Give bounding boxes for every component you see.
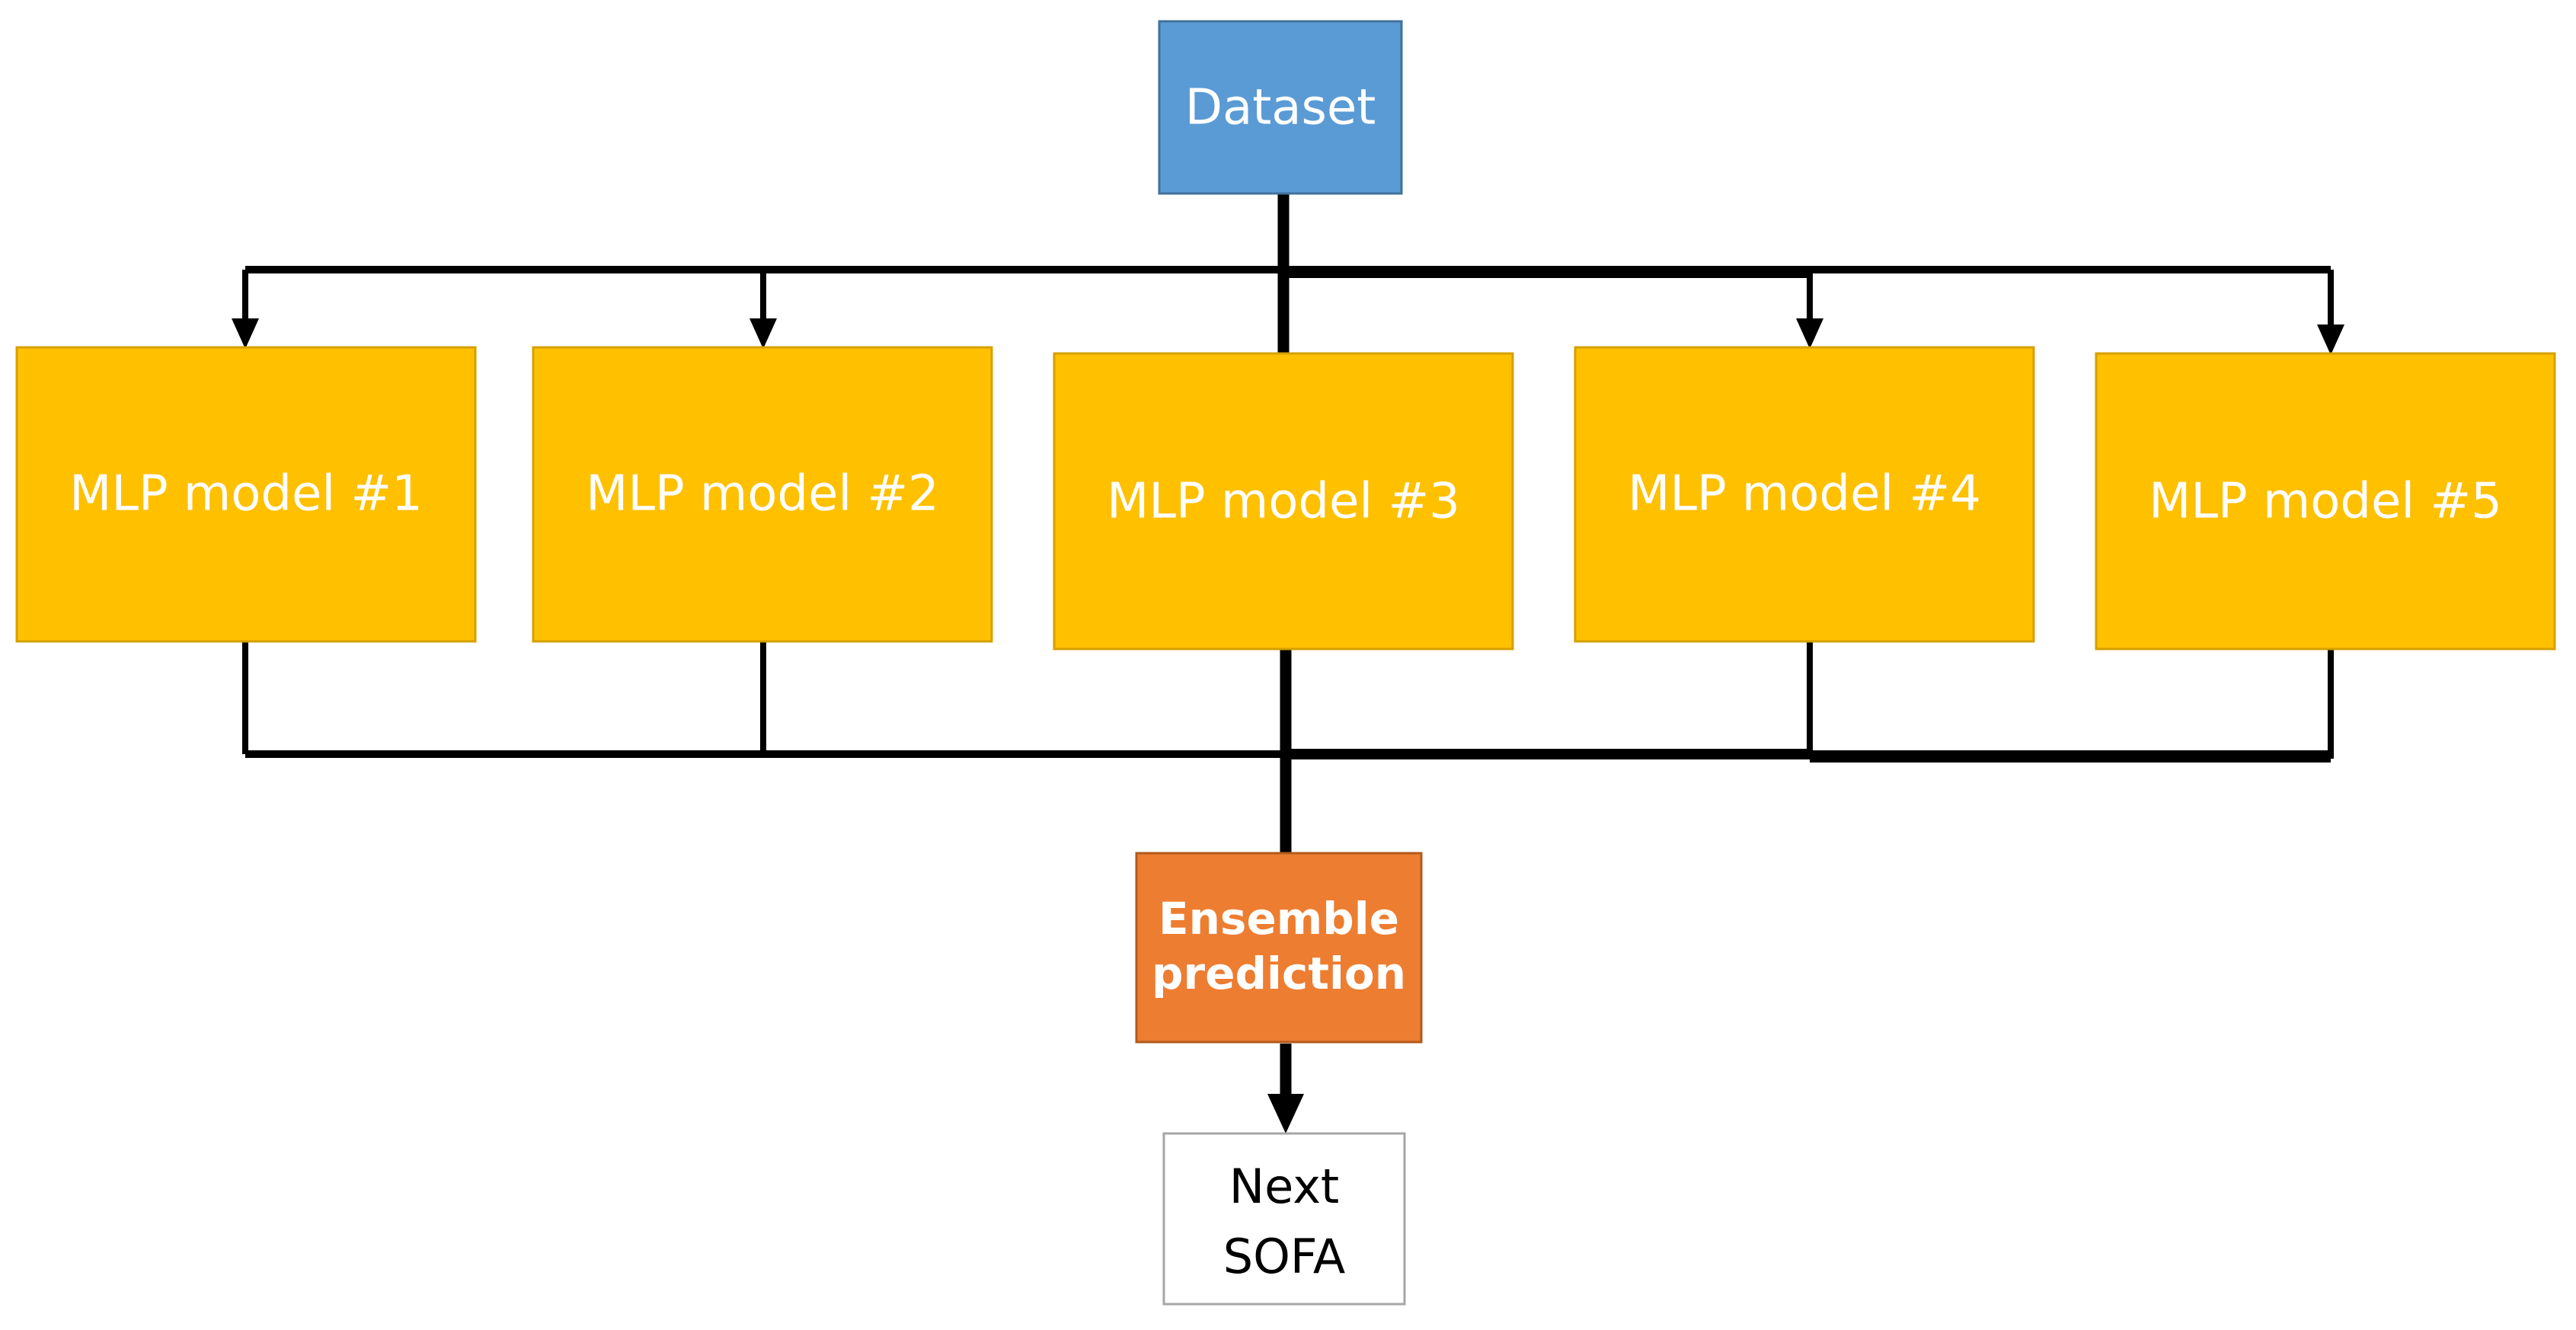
model-node-2: MLP model #2 [532, 346, 993, 643]
arrowhead-model-4 [1796, 318, 1823, 349]
model-label-2: MLP model #2 [586, 466, 939, 523]
arrowhead-model-2 [749, 318, 777, 349]
ensemble-label-line1: Ensemble [1159, 893, 1399, 945]
model-label-4: MLP model #4 [1628, 466, 1981, 523]
model-label-5: MLP model #5 [2149, 474, 2502, 530]
model-box-3 [1053, 352, 1514, 651]
ensemble-box [1135, 852, 1423, 1044]
output-label-line2: SOFA [1223, 1229, 1346, 1284]
model-node-4: MLP model #4 [1574, 346, 2035, 643]
arrowheads-top [232, 318, 2344, 355]
ensemble-label-line2: prediction [1152, 948, 1406, 999]
connectors-top [242, 193, 2334, 355]
output-label-line1: Next [1229, 1159, 1339, 1214]
model-box-1 [15, 346, 477, 643]
arrowhead-model-1 [232, 318, 259, 349]
model-box-5 [2095, 352, 2556, 651]
output-box [1162, 1132, 1406, 1306]
arrowhead-output [1267, 1094, 1304, 1133]
ensemble-node: Ensemble prediction [1135, 852, 1423, 1044]
model-node-1: MLP model #1 [15, 346, 477, 643]
model-node-3: MLP model #3 [1053, 352, 1514, 651]
connectors-bottom [242, 641, 2334, 1097]
dataset-label: Dataset [1185, 80, 1376, 136]
dataset-node: Dataset [1158, 20, 1403, 195]
model-label-3: MLP model #3 [1107, 474, 1460, 530]
model-box-4 [1574, 346, 2035, 643]
model-label-1: MLP model #1 [69, 466, 423, 523]
dataset-box [1158, 20, 1403, 195]
model-box-2 [532, 346, 993, 643]
output-node: Next SOFA [1162, 1132, 1406, 1306]
model-node-5: MLP model #5 [2095, 352, 2556, 651]
arrowhead-model-5 [2317, 325, 2344, 355]
